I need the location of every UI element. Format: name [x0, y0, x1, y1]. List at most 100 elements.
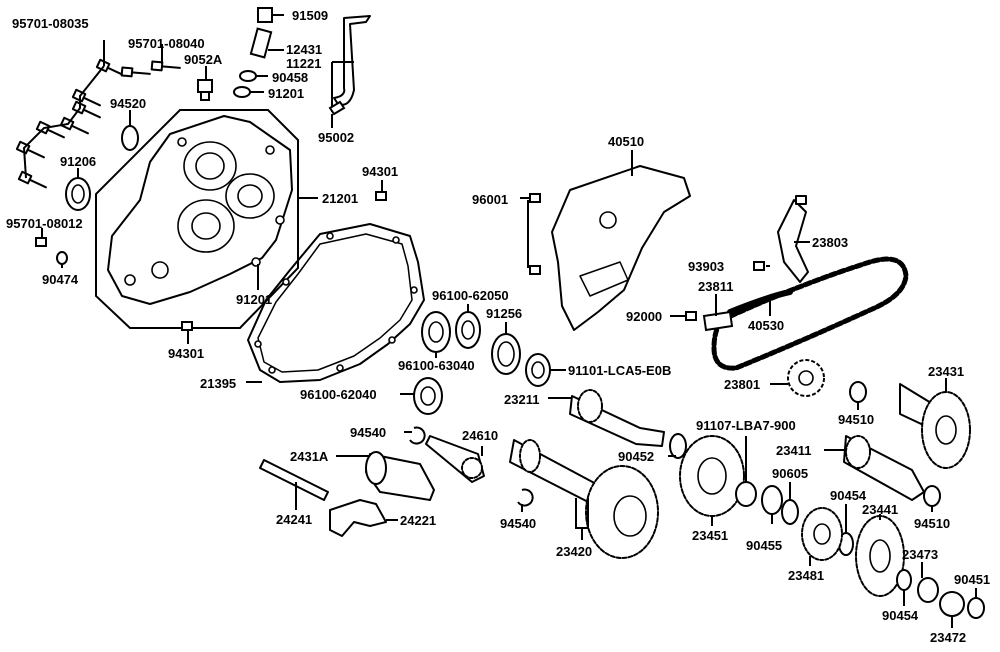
label-23211: 23211: [504, 392, 539, 407]
label-96001: 96001: [472, 192, 508, 207]
label-23411: 23411: [776, 443, 811, 458]
label-11221: 11221: [286, 56, 321, 71]
bolt-group-95701-08040: [120, 60, 181, 78]
breather-cap-91509: [257, 7, 273, 23]
label-90474: 90474: [42, 272, 79, 287]
bolt-92000: [685, 311, 697, 321]
label-95701-08012: 95701-08012: [6, 216, 83, 231]
bolt-93903: [753, 261, 765, 271]
label-23801: 23801: [724, 377, 760, 392]
shift-fork-24221: [329, 499, 387, 537]
washer-90474: [56, 251, 68, 265]
drain-plug-9052A: [197, 79, 213, 101]
label-93903: 93903: [688, 259, 724, 274]
circlip-90605: [781, 499, 799, 525]
label-94540-top: 94540: [350, 425, 386, 440]
label-90452: 90452: [618, 449, 654, 464]
bearing-91107: [735, 481, 757, 507]
label-90458: 90458: [272, 70, 308, 85]
label-21395: 21395: [200, 376, 236, 391]
label-91206: 91206: [60, 154, 96, 169]
oil-seal-91256: [491, 333, 521, 375]
o-ring-90458: [239, 70, 257, 82]
washer-91201-top: [233, 86, 251, 98]
bolt-group-95701-08035: [15, 58, 125, 189]
bearing-96100-62040: [413, 377, 443, 415]
label-91256: 91256: [486, 306, 522, 321]
seal-ring-94520: [121, 125, 139, 151]
breather-hose-11221: [333, 15, 371, 106]
label-90454-top: 90454: [830, 488, 867, 503]
label-91509: 91509: [292, 8, 328, 23]
label-9052A: 9052A: [184, 52, 223, 67]
label-90455: 90455: [746, 538, 782, 553]
label-23473: 23473: [902, 547, 938, 562]
breather-12431: [249, 27, 273, 59]
label-96100-63040: 96100-63040: [398, 358, 475, 373]
label-21201: 21201: [322, 191, 358, 206]
gear-shaft-23420: [509, 439, 659, 559]
label-23803: 23803: [812, 235, 848, 250]
sprocket-23801: [787, 359, 825, 397]
bearing-96100-63040: [421, 311, 451, 353]
label-90454-bottom: 90454: [882, 608, 919, 623]
circlip-94510-top: [849, 381, 867, 403]
shift-shaft-24610: [425, 435, 485, 483]
label-95701-08035: 95701-08035: [12, 16, 89, 31]
label-96100-62040: 96100-62040: [300, 387, 377, 402]
label-94540-bottom: 94540: [500, 516, 536, 531]
bushing-23472: [939, 591, 965, 617]
bushing-23473: [917, 577, 939, 603]
shaft-gear-23431: [899, 383, 971, 469]
crankcase-cover-21201: [107, 115, 293, 305]
washer-90454-bottom: [896, 569, 912, 591]
dowel-pin-94301-bottom: [181, 321, 193, 331]
label-91101-LCA5-E0B: 91101-LCA5-E0B: [568, 363, 671, 378]
shaft-23411: [843, 435, 925, 501]
label-24221: 24221: [400, 513, 436, 528]
label-94510-bottom: 94510: [914, 516, 950, 531]
label-91201-case: 91201: [236, 292, 272, 307]
guide-rod-24241: [259, 459, 329, 501]
bolt-95701-08012: [35, 237, 47, 247]
label-95701-08040: 95701-08040: [128, 36, 205, 51]
washer-90451: [967, 597, 985, 619]
chain-guide-cover-40510: [551, 165, 691, 331]
dowel-pin-94301-top: [375, 191, 387, 201]
label-12431: 12431: [286, 42, 322, 57]
retaining-clip-94540-top: [409, 426, 426, 445]
washer-90452: [669, 433, 687, 459]
label-94510-top: 94510: [838, 412, 874, 427]
tensioner-23811: [702, 310, 734, 332]
label-90605: 90605: [772, 466, 808, 481]
label-40510: 40510: [608, 134, 644, 149]
shift-drum-2431A: [365, 451, 435, 501]
oil-seal-91206: [65, 177, 91, 211]
label-24610: 24610: [462, 428, 498, 443]
label-23451: 23451: [692, 528, 728, 543]
hub-23481: [801, 507, 843, 561]
label-94301-top: 94301: [362, 164, 398, 179]
label-95002: 95002: [318, 130, 354, 145]
label-23420: 23420: [556, 544, 592, 559]
circlip-94510-bottom: [923, 485, 941, 507]
label-23481: 23481: [788, 568, 824, 583]
bracket-23803: [777, 195, 809, 283]
label-23431: 23431: [928, 364, 964, 379]
label-94301-bottom: 94301: [168, 346, 204, 361]
bolt-96001: [529, 193, 541, 275]
label-23811: 23811: [698, 279, 733, 294]
label-24241: 24241: [276, 512, 312, 527]
label-96100-62050: 96100-62050: [432, 288, 509, 303]
label-92000: 92000: [626, 309, 662, 324]
label-23441: 23441: [862, 502, 898, 517]
gasket-21395: [247, 223, 425, 383]
drive-chain-40530: [711, 256, 909, 371]
seal-91101: [525, 353, 551, 387]
gear-23451: [679, 435, 745, 517]
label-40530: 40530: [748, 318, 784, 333]
shaft-23211: [569, 389, 665, 447]
label-23472: 23472: [930, 630, 966, 645]
label-90451: 90451: [954, 572, 990, 587]
